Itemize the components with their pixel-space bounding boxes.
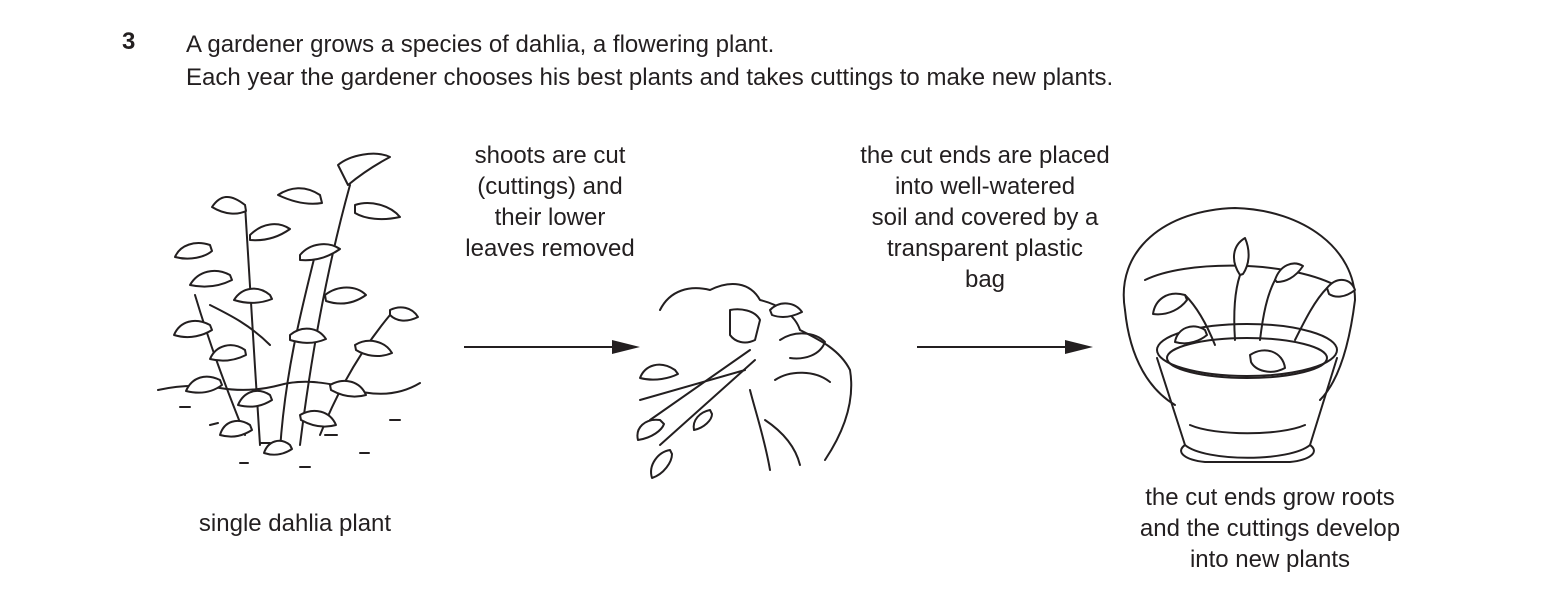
step1-line-3: their lower — [494, 204, 606, 231]
potted-cuttings-illustration — [1122, 207, 1356, 463]
step2-line-1: the cut ends are placed — [860, 142, 1110, 169]
intro-line-2: Each year the gardener chooses his best … — [186, 64, 1114, 91]
hand-cuttings-illustration — [636, 283, 853, 479]
step2-line-2: into well-watered — [894, 173, 1076, 200]
plant-caption: single dahlia plant — [198, 510, 392, 537]
result-caption: the cut ends grow roots and the cuttings… — [1100, 482, 1440, 575]
step1-line-1: shoots are cut — [474, 142, 626, 169]
question-number: 3 — [122, 28, 136, 55]
step1-line-4: leaves removed — [465, 235, 635, 262]
arrow-right-icon — [464, 340, 640, 354]
step2-line-5: bag — [964, 266, 1006, 293]
result-line-2: and the cuttings develop — [1139, 515, 1401, 542]
result-line-1: the cut ends grow roots — [1145, 484, 1395, 511]
result-line-3: into new plants — [1189, 546, 1351, 573]
dahlia-plant-illustration — [157, 152, 421, 468]
step2-line-4: transparent plastic — [886, 235, 1084, 262]
step1-caption: shoots are cut (cuttings) and their lowe… — [430, 140, 670, 264]
step1-line-2: (cuttings) and — [477, 173, 623, 200]
step2-caption: the cut ends are placed into well-watere… — [820, 140, 1150, 295]
step2-line-3: soil and covered by a — [871, 204, 1099, 231]
question-intro: A gardener grows a species of dahlia, a … — [186, 28, 1113, 94]
arrow-right-icon — [917, 340, 1093, 354]
intro-line-1: A gardener grows a species of dahlia, a … — [186, 31, 775, 58]
